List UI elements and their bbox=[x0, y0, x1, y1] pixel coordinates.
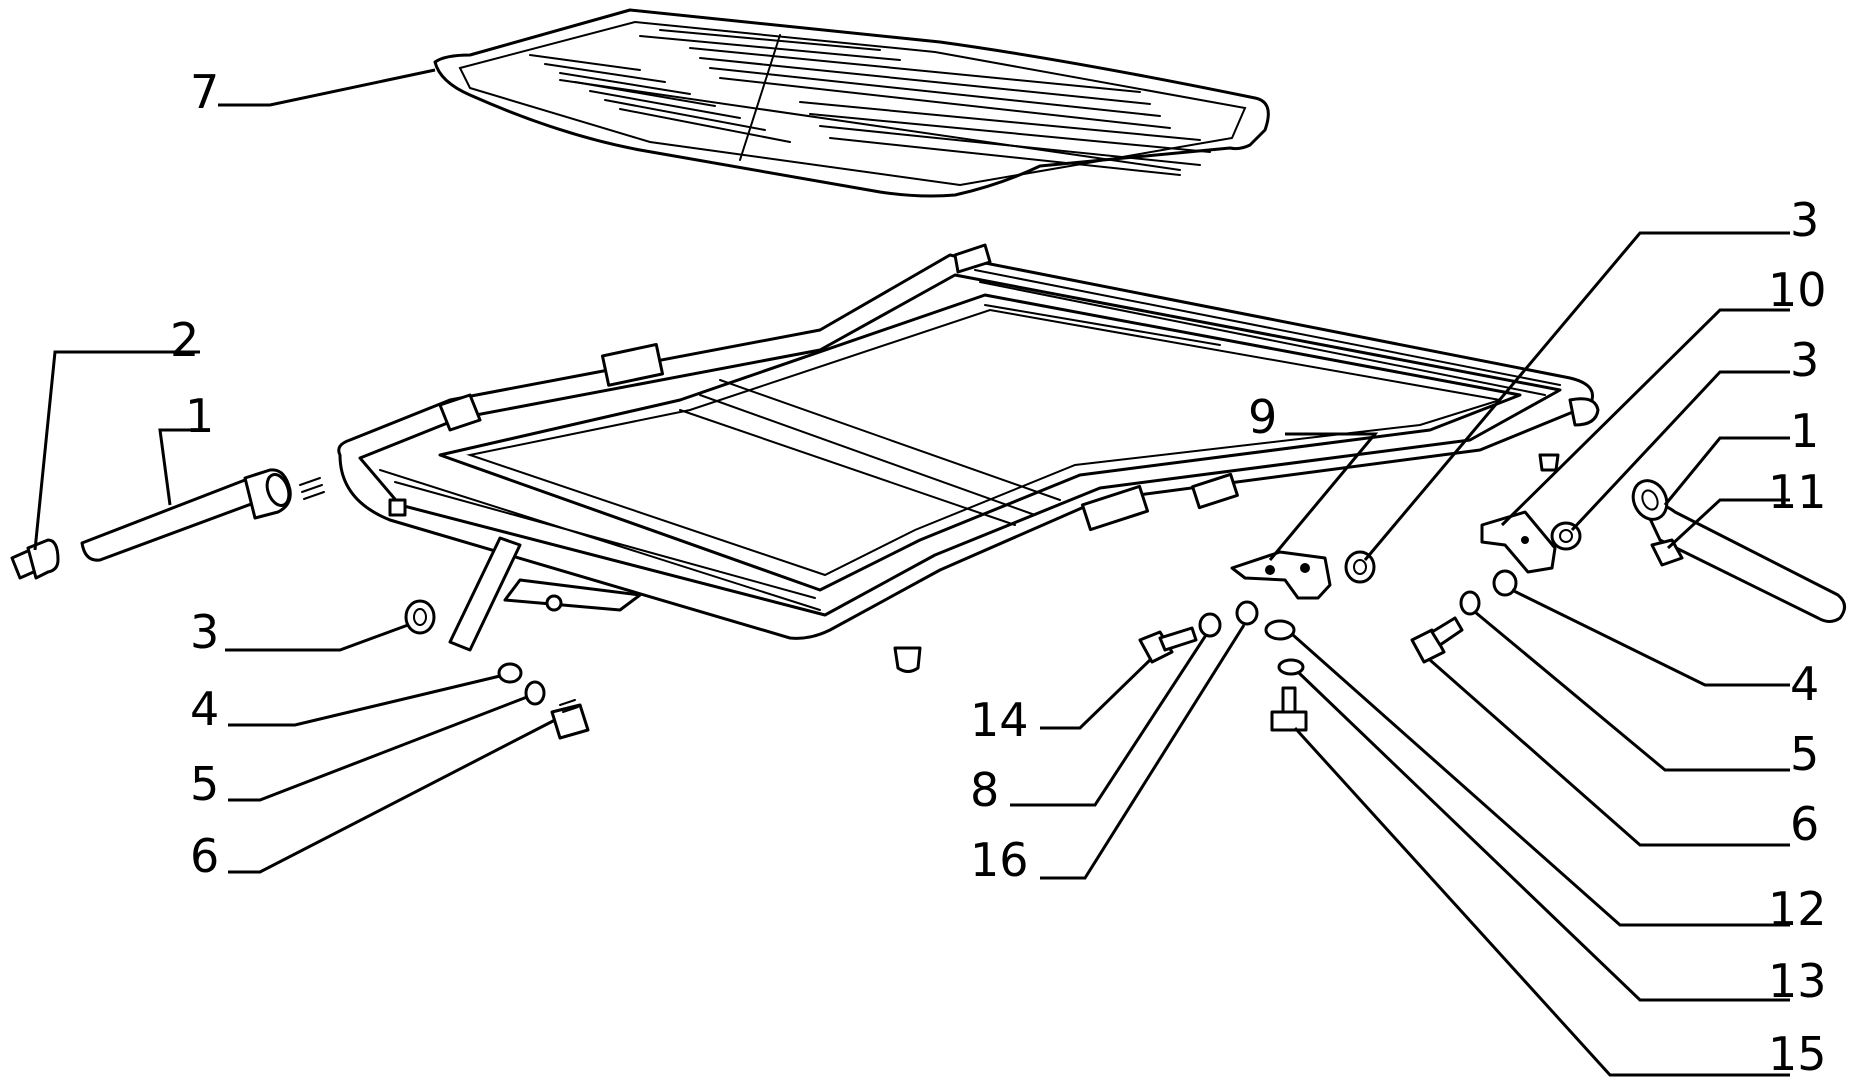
drain-tube-part-1-left bbox=[80, 468, 325, 562]
callout-left-2: 2 bbox=[170, 313, 199, 367]
callout-left-4: 4 bbox=[190, 682, 219, 736]
bolt-part-6-right bbox=[1410, 616, 1464, 664]
bolt-part-15 bbox=[1270, 686, 1308, 732]
clip-bracket-part-10 bbox=[1480, 510, 1557, 574]
callout-right-11: 11 bbox=[1768, 465, 1827, 519]
callout-right-3a: 3 bbox=[1790, 193, 1819, 247]
spring-washer-part-13 bbox=[1277, 658, 1305, 676]
callout-right-12: 12 bbox=[1768, 882, 1827, 936]
washer-part-16 bbox=[1235, 600, 1259, 626]
bolt-part-14 bbox=[1138, 626, 1198, 664]
washer-part-12 bbox=[1264, 619, 1296, 641]
callout-left-6: 6 bbox=[190, 829, 219, 883]
callout-labels: 2 1 3 4 5 6 7 9 14 8 16 3 10 3 1 11 4 5 … bbox=[170, 65, 1827, 1078]
drain-tube-part-1-right bbox=[1631, 479, 1846, 623]
roof-panel-part-7 bbox=[433, 8, 1270, 198]
spring-washer-part-5-left bbox=[524, 680, 546, 706]
callout-right-10: 10 bbox=[1768, 263, 1827, 317]
right-parts bbox=[1410, 479, 1846, 664]
callout-center-9: 9 bbox=[1248, 390, 1277, 444]
mounting-bracket-part-9 bbox=[1230, 550, 1332, 600]
callout-left-3: 3 bbox=[190, 605, 219, 659]
washer-part-4-left bbox=[497, 662, 523, 684]
left-parts bbox=[10, 468, 590, 740]
callout-right-15: 15 bbox=[1768, 1027, 1827, 1078]
washer-part-4-right bbox=[1492, 569, 1518, 597]
callout-right-6: 6 bbox=[1790, 797, 1819, 851]
spring-washer-part-5-right bbox=[1459, 590, 1481, 616]
callout-left-1: 1 bbox=[185, 389, 214, 443]
callout-right-13: 13 bbox=[1768, 954, 1827, 1008]
callout-right-3b: 3 bbox=[1790, 333, 1819, 387]
nut-part-3-left bbox=[404, 599, 436, 635]
callout-center-14: 14 bbox=[970, 693, 1029, 747]
roof-panel-slats bbox=[529, 29, 1211, 176]
sunroof-frame bbox=[337, 243, 1600, 673]
callout-right-1: 1 bbox=[1790, 404, 1819, 458]
callout-center-16: 16 bbox=[970, 833, 1029, 887]
callout-right-4: 4 bbox=[1790, 657, 1819, 711]
callout-center-8: 8 bbox=[970, 763, 999, 817]
callout-top-7: 7 bbox=[190, 65, 219, 119]
spring-washer-part-8 bbox=[1198, 612, 1222, 638]
center-parts bbox=[1138, 550, 1376, 732]
callout-right-5: 5 bbox=[1790, 727, 1819, 781]
callout-left-5: 5 bbox=[190, 757, 219, 811]
leader-lines bbox=[33, 68, 1790, 1077]
hose-clip-part-11 bbox=[1650, 538, 1684, 567]
bolt-part-6-left bbox=[550, 699, 590, 740]
